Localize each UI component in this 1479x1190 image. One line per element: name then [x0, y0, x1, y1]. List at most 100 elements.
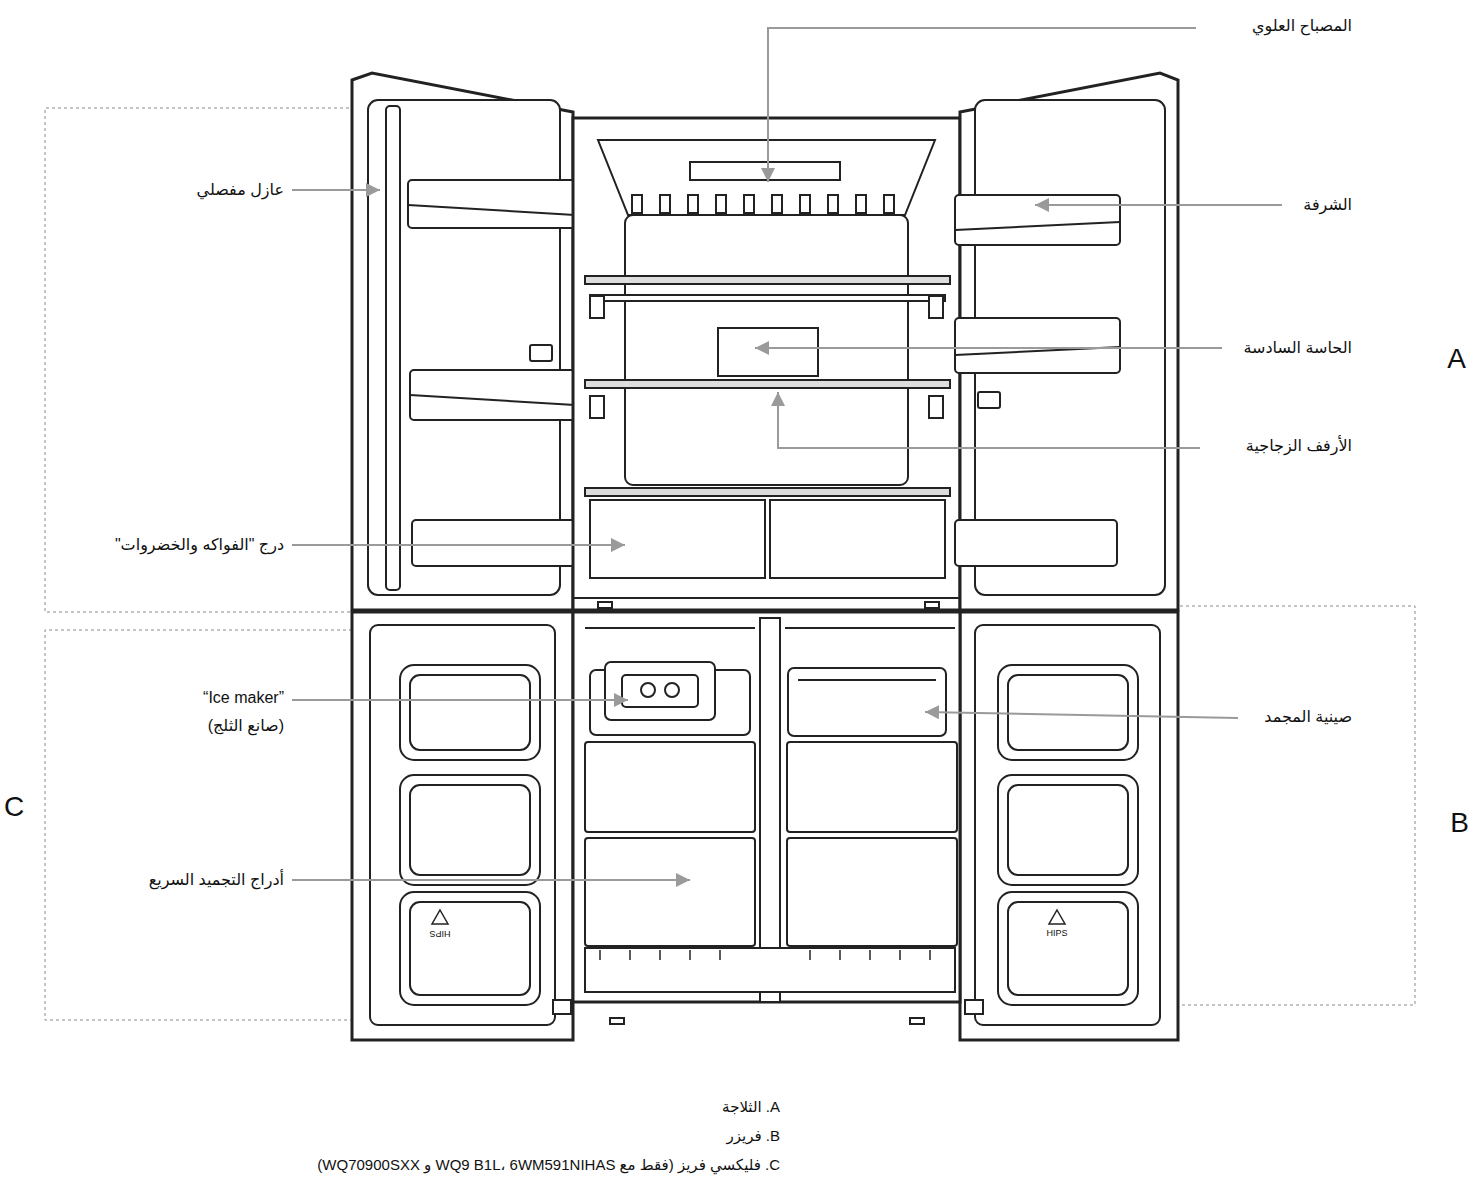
- legend-line: C. فليكسي فريز (فقط مع WQ9 B1L، 6WM591NI…: [317, 1156, 780, 1174]
- fridge-body: [955, 520, 1117, 566]
- fridge-body: [605, 662, 715, 720]
- fridge-body: [688, 195, 698, 213]
- fridge-body: [625, 215, 908, 485]
- fridge-body: [585, 948, 955, 992]
- material-mark: HIPS: [1046, 928, 1067, 939]
- fridge-body: [400, 665, 540, 760]
- leader-line: [292, 544, 625, 546]
- region-letter: C: [4, 790, 24, 824]
- fridge-body: [590, 500, 765, 578]
- fridge-body: [998, 665, 1138, 760]
- part-label: الشرفة: [1303, 195, 1352, 214]
- material-mark: HIPS: [429, 928, 450, 939]
- fridge-body: [770, 500, 945, 578]
- fridge-body: [787, 742, 957, 832]
- part-label: درج "الفواكه والخضروات": [115, 535, 284, 554]
- leader-line: [1035, 204, 1282, 206]
- fridge-body: [400, 775, 540, 885]
- fridge-body: [386, 106, 400, 590]
- fridge-body: [412, 520, 575, 566]
- fridge-body: [622, 675, 698, 707]
- part-label: المصباح العلوي: [1252, 16, 1352, 35]
- fridge-body: [590, 396, 604, 418]
- fridge-body: [718, 328, 818, 376]
- fridge-body: [660, 195, 670, 213]
- fridge-body: [408, 180, 575, 228]
- fridge-body: [978, 392, 1000, 408]
- fridge-body: [410, 370, 575, 420]
- fridge-body: [410, 785, 530, 875]
- fridge-body: [744, 195, 754, 213]
- fridge-body: [598, 602, 612, 608]
- fridge-body: [798, 679, 936, 681]
- region-bracket: [45, 108, 1415, 1020]
- region-bracket: [1180, 606, 1415, 1005]
- fridge-body: [585, 838, 755, 946]
- fridge-body: [716, 195, 726, 213]
- fridge-body: [929, 950, 931, 960]
- region-letter: A: [1447, 342, 1466, 376]
- fridge-body: [925, 602, 939, 608]
- fridge-body: [899, 950, 901, 960]
- fridge-body: [573, 118, 960, 610]
- part-label: الحاسة السادسة: [1243, 338, 1352, 357]
- fridge-body: [600, 950, 930, 960]
- fridge-body: [1008, 902, 1128, 995]
- fridge-body: [929, 396, 943, 418]
- part-label: (صانع الثلج): [208, 716, 284, 735]
- fridge-body: [370, 625, 555, 1025]
- leader-line: [925, 712, 1238, 718]
- fridge-body: [760, 618, 780, 1002]
- region-bracket: [45, 108, 355, 612]
- fridge-body: [590, 295, 945, 301]
- part-label: أدراج التجميد السريع: [149, 870, 284, 889]
- leader-line: [778, 392, 1200, 448]
- part-label: عازل مفصلي: [197, 180, 284, 199]
- fridge-body: [1008, 675, 1128, 750]
- fridge-body: [1049, 910, 1065, 924]
- fridge-body: [955, 195, 1120, 245]
- fridge-body: [585, 276, 950, 284]
- fridge-body: [787, 838, 957, 946]
- fridge-body: [410, 902, 530, 995]
- fridge-body: [975, 625, 1160, 1025]
- fridge-body: [553, 1000, 571, 1014]
- part-label: الأرفف الزجاجية: [1246, 436, 1352, 455]
- fridge-body: [530, 345, 552, 361]
- fridge-body: [665, 683, 679, 697]
- fridge-body: [585, 380, 950, 388]
- fridge-body: [352, 73, 1178, 1040]
- fridge-body: [839, 950, 841, 960]
- fridge-body: [965, 1000, 983, 1014]
- fridge-body: [809, 950, 811, 960]
- fridge-body: [598, 140, 935, 215]
- fridge-body: [998, 775, 1138, 885]
- fridge-body: [585, 627, 755, 629]
- fridge-body: [352, 612, 573, 1040]
- fridge-body: [785, 627, 955, 629]
- fridge-body: [585, 742, 755, 832]
- leader-line: [768, 28, 1196, 182]
- fridge-body: [573, 597, 960, 599]
- fridge-body: [800, 195, 810, 213]
- leader-line: [292, 879, 690, 881]
- fridge-body: [410, 675, 530, 750]
- fridge-body: [772, 195, 782, 213]
- leader-line: [292, 189, 380, 191]
- fridge-body: [585, 488, 950, 496]
- legend-line: A. الثلاجة: [722, 1098, 780, 1116]
- fridge-body: [1008, 785, 1128, 875]
- fridge-body: [590, 296, 604, 318]
- fridge-body: [408, 205, 575, 215]
- leader-line: [292, 28, 1282, 880]
- fridge-body: [960, 612, 1178, 1040]
- fridge-body: [573, 612, 960, 1002]
- region-letter: B: [1450, 806, 1469, 840]
- region-bracket: [45, 630, 352, 1020]
- fridge-body: [632, 195, 642, 213]
- fridge-body: [788, 668, 946, 736]
- fridge-body: [400, 892, 540, 1005]
- fridge-body: [410, 395, 575, 405]
- fridge-body: [632, 195, 894, 213]
